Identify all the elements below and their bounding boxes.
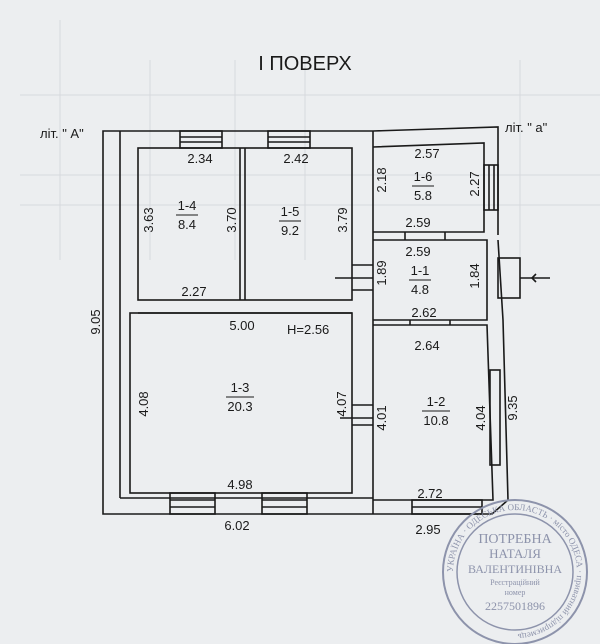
room-area: 9.2 xyxy=(281,223,299,238)
dim: 4.07 xyxy=(334,391,349,416)
background-grid xyxy=(20,20,600,260)
room-area: 20.3 xyxy=(227,399,252,414)
dim: 4.04 xyxy=(473,405,488,430)
dim: 6.02 xyxy=(224,518,249,533)
dim: 4.01 xyxy=(374,405,389,430)
dim: 4.98 xyxy=(227,477,252,492)
room-area: 10.8 xyxy=(423,413,448,428)
room-id: 1-3 xyxy=(231,380,250,395)
room-1-4: 1-48.4 xyxy=(176,198,198,232)
dim: 1.89 xyxy=(374,260,389,285)
room-area: 8.4 xyxy=(178,217,196,232)
room-id: 1-4 xyxy=(178,198,197,213)
room-id: 1-6 xyxy=(414,169,433,184)
room-1-5: 1-59.2 xyxy=(279,204,301,238)
dim: 2.59 xyxy=(405,244,430,259)
dim: 2.62 xyxy=(411,305,436,320)
dim: 2.34 xyxy=(187,151,212,166)
room-1-2: 1-2 10.8 xyxy=(422,394,450,428)
room-area: 4.8 xyxy=(411,282,429,297)
room-1-6: 1-65.8 xyxy=(412,169,434,203)
room-area: 5.8 xyxy=(414,188,432,203)
dimensions: 2.34 2.42 2.57 2.59 2.59 2.27 2.62 5.00 … xyxy=(88,146,520,537)
room-1-3: 1-3 20.3 xyxy=(226,380,254,414)
stamp-text: ВАЛЕНТИНІВНА xyxy=(468,562,562,576)
room-1-1: 1-14.8 xyxy=(409,263,431,297)
dim: 9.05 xyxy=(88,309,103,334)
room-id: 1-1 xyxy=(411,263,430,278)
dim: 2.95 xyxy=(415,522,440,537)
room-labels: 1-48.4 1-59.2 1-65.8 1-14.8 1-320.3 1-21… xyxy=(176,169,450,428)
plan-title: І ПОВЕРХ xyxy=(258,53,352,75)
dim: 2.72 xyxy=(417,486,442,501)
dim: 2.27 xyxy=(467,171,482,196)
lit-a-lower-label: літ. " а" xyxy=(505,120,548,135)
dim: 2.59 xyxy=(405,215,430,230)
walls xyxy=(102,126,550,515)
dim: 1.84 xyxy=(467,263,482,288)
stamp-text: НАТАЛЯ xyxy=(489,546,541,561)
dim: 3.70 xyxy=(224,207,239,232)
dim: 2.57 xyxy=(414,146,439,161)
lit-a-upper-label: літ. " А" xyxy=(40,126,84,141)
stamp-text: номер xyxy=(505,588,526,597)
dim: 9.35 xyxy=(505,395,520,420)
ceiling-height: H=2.56 xyxy=(287,322,329,337)
stamp-text: Реєстраційний xyxy=(490,578,540,587)
dim: 3.63 xyxy=(141,207,156,232)
notary-stamp: УКРАЇНА · ОДЕСЬКА ОБЛАСТЬ · місто ОДЕСА … xyxy=(442,499,588,644)
room-id: 1-5 xyxy=(281,204,300,219)
dim: 4.08 xyxy=(136,391,151,416)
dim: 2.18 xyxy=(374,167,389,192)
dim: 2.42 xyxy=(283,151,308,166)
room-id: 1-2 xyxy=(427,394,446,409)
stamp-number: 2257501896 xyxy=(485,599,545,613)
stamp-text: ПОТРЕБНА xyxy=(478,532,552,547)
dim: 2.27 xyxy=(181,284,206,299)
dim: 3.79 xyxy=(335,207,350,232)
dim: 2.64 xyxy=(414,338,439,353)
dim: 5.00 xyxy=(229,318,254,333)
